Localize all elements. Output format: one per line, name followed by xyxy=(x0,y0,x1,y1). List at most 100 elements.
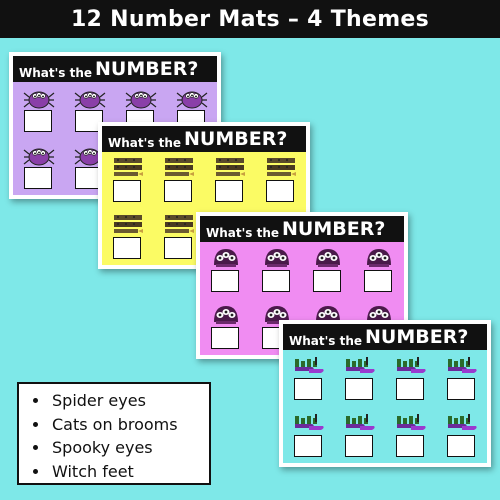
eyes-picture-icon xyxy=(312,245,344,269)
cat-picture-icon xyxy=(112,155,144,179)
feet-picture-icon xyxy=(293,410,325,434)
themes-list: Spider eyes Cats on brooms Spooky eyes W… xyxy=(29,389,199,483)
cat-picture-icon xyxy=(163,155,195,179)
answer-box xyxy=(74,110,103,132)
eyes-picture-icon xyxy=(363,302,395,326)
answer-box xyxy=(395,434,424,457)
mat-cell xyxy=(210,155,250,207)
mat-cell xyxy=(261,155,301,207)
mat-cell xyxy=(108,155,148,207)
bullet-icon xyxy=(33,398,38,404)
eyes-picture-icon xyxy=(363,245,395,269)
mat-heading-big: NUMBER? xyxy=(95,58,199,80)
cat-picture-icon xyxy=(163,212,195,236)
answer-box xyxy=(312,270,341,292)
bullet-icon xyxy=(33,445,38,451)
mat-heading: What's the NUMBER? xyxy=(13,56,217,82)
mat-heading-small: What's the xyxy=(206,226,280,240)
answer-box xyxy=(210,270,239,292)
feet-picture-icon xyxy=(395,353,427,377)
mat-cell xyxy=(206,245,246,297)
mat-heading: What's the NUMBER? xyxy=(102,126,306,152)
mat-cell xyxy=(442,410,482,462)
answer-box xyxy=(293,434,322,457)
feet-picture-icon xyxy=(446,353,478,377)
answer-box xyxy=(210,326,239,349)
mat-heading-big: NUMBER? xyxy=(282,218,386,240)
eyes-picture-icon xyxy=(261,245,293,269)
mat-cell xyxy=(257,302,297,354)
eyes-picture-icon xyxy=(312,302,344,326)
mat-cell xyxy=(308,245,348,297)
mat-cell xyxy=(359,245,399,297)
answer-box xyxy=(261,270,290,292)
eyes-picture-icon xyxy=(261,302,293,326)
theme-label: Spooky eyes xyxy=(52,438,153,457)
feet-picture-icon xyxy=(293,353,325,377)
feet-picture-icon xyxy=(395,410,427,434)
mat-cell xyxy=(289,410,329,462)
cat-picture-icon xyxy=(265,155,297,179)
mat-heading: What's the NUMBER? xyxy=(200,216,404,242)
list-item: Witch feet xyxy=(29,460,199,484)
spider-picture-icon xyxy=(23,85,55,109)
answer-box xyxy=(163,236,192,259)
bullet-icon xyxy=(33,468,38,474)
mat-cell xyxy=(206,302,246,354)
theme-label: Cats on brooms xyxy=(52,414,178,434)
mat-cell xyxy=(391,410,431,462)
theme-label: Witch feet xyxy=(52,461,134,481)
answer-box xyxy=(395,378,424,400)
answer-box xyxy=(112,236,141,259)
mat-cell xyxy=(340,410,380,462)
answer-box xyxy=(446,434,475,457)
list-item: Spider eyes xyxy=(29,389,199,413)
mat-cell xyxy=(159,212,199,264)
spider-picture-icon xyxy=(74,85,106,109)
spider-picture-icon xyxy=(23,142,55,166)
title-banner: 12 Number Mats – 4 Themes xyxy=(0,0,500,38)
mat-bg: What's the NUMBER? xyxy=(102,126,306,265)
mat-cell xyxy=(257,245,297,297)
answer-box xyxy=(344,378,373,400)
answer-box xyxy=(23,110,52,132)
answer-box xyxy=(344,434,373,457)
feet-picture-icon xyxy=(344,353,376,377)
mat-heading-big: NUMBER? xyxy=(365,326,469,348)
themes-list-box: Spider eyes Cats on brooms Spooky eyes W… xyxy=(17,382,211,485)
mat-grid xyxy=(283,350,487,463)
mat-heading: What's the NUMBER? xyxy=(283,324,487,350)
mat-cell xyxy=(19,142,59,194)
list-item: Cats on brooms xyxy=(29,413,199,437)
spider-picture-icon xyxy=(125,85,157,109)
answer-box xyxy=(446,378,475,400)
mat-cell xyxy=(108,212,148,264)
theme-label: Spider eyes xyxy=(52,391,146,410)
spider-picture-icon xyxy=(176,85,208,109)
list-item: Spooky eyes xyxy=(29,436,199,460)
answer-box xyxy=(363,270,392,292)
mat-cell xyxy=(391,353,431,405)
feet-picture-icon xyxy=(446,410,478,434)
answer-box xyxy=(265,180,294,202)
answer-box xyxy=(23,166,52,189)
mat-heading-small: What's the xyxy=(289,334,363,348)
mat-cell xyxy=(442,353,482,405)
mat-witch-feet: What's the NUMBER? xyxy=(279,320,491,467)
mat-cell xyxy=(19,85,59,137)
spider-picture-icon xyxy=(74,142,106,166)
page-title: 12 Number Mats – 4 Themes xyxy=(70,6,430,32)
mat-heading-big: NUMBER? xyxy=(184,128,288,150)
eyes-picture-icon xyxy=(210,245,242,269)
answer-box xyxy=(214,180,243,202)
eyes-picture-icon xyxy=(210,302,242,326)
answer-box xyxy=(293,378,322,400)
answer-box xyxy=(112,180,141,202)
cat-picture-icon xyxy=(112,212,144,236)
mat-cell xyxy=(289,353,329,405)
answer-box xyxy=(163,180,192,202)
mat-cell xyxy=(70,85,110,137)
mat-heading-small: What's the xyxy=(108,136,182,150)
feet-picture-icon xyxy=(344,410,376,434)
mat-bg: What's the NUMBER? xyxy=(283,324,487,463)
